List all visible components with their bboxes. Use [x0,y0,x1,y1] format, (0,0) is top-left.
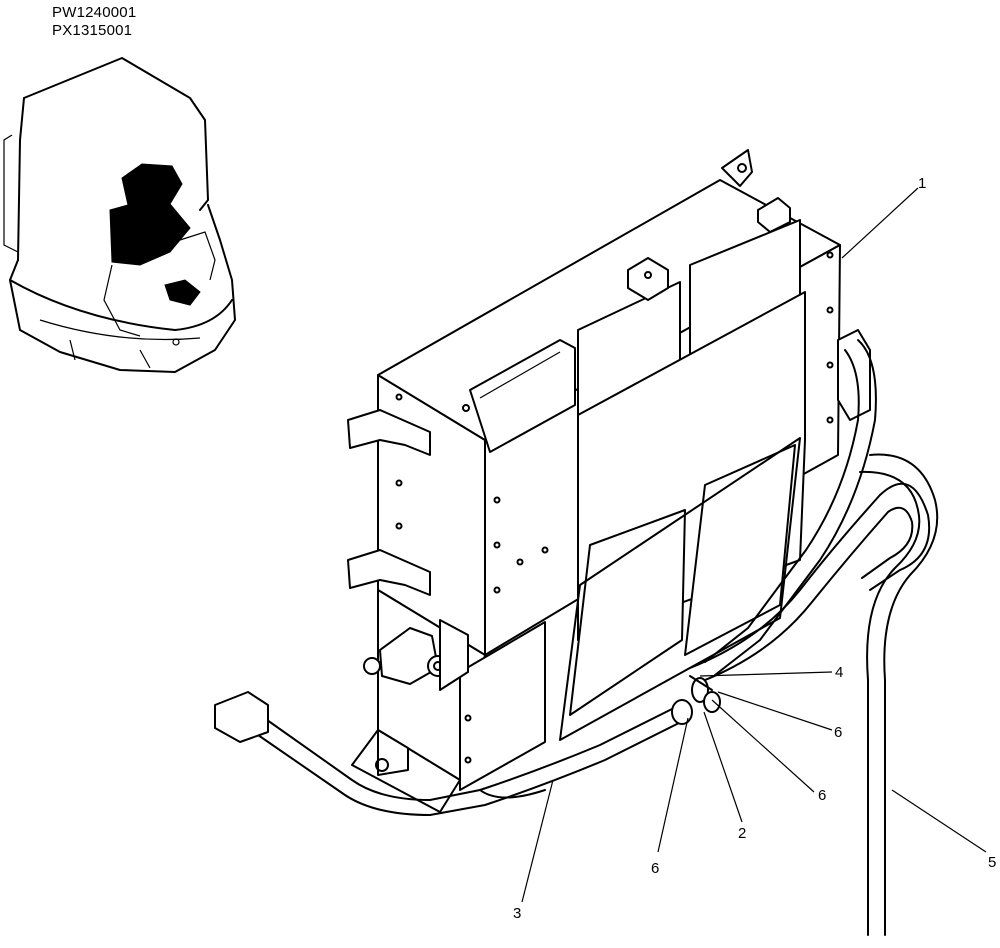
lower-box-front [459,621,546,791]
hose-fitting [837,329,871,421]
callout-label: 4 [835,664,843,681]
callout-label: 6 [818,787,826,804]
hose-clamps [671,675,721,725]
callouts: 1 2 3 4 5 6 6 6 [513,175,996,922]
side-bracket-lower [347,549,431,596]
core-shield-left [569,509,686,716]
callout-label: 5 [988,854,996,871]
side-bracket-upper [347,409,431,456]
callout-label: 3 [513,905,521,922]
callout-label: 6 [651,860,659,877]
hoses [214,339,939,936]
part-code: PW1240001 [52,4,137,21]
heater-unit [347,149,871,813]
water-valve [363,619,469,691]
part-code-list: PW1240001 PX1315001 [52,4,136,40]
top-opening [469,339,576,453]
locator-thumbnail [3,57,236,373]
callout-label: 1 [918,175,926,192]
leader-lines [521,187,987,903]
part-code: PX1315001 [52,22,133,39]
top-bracket [757,197,791,233]
callout-label: 2 [738,825,746,842]
harness-connector [214,691,269,743]
callout-label: 6 [834,724,842,741]
